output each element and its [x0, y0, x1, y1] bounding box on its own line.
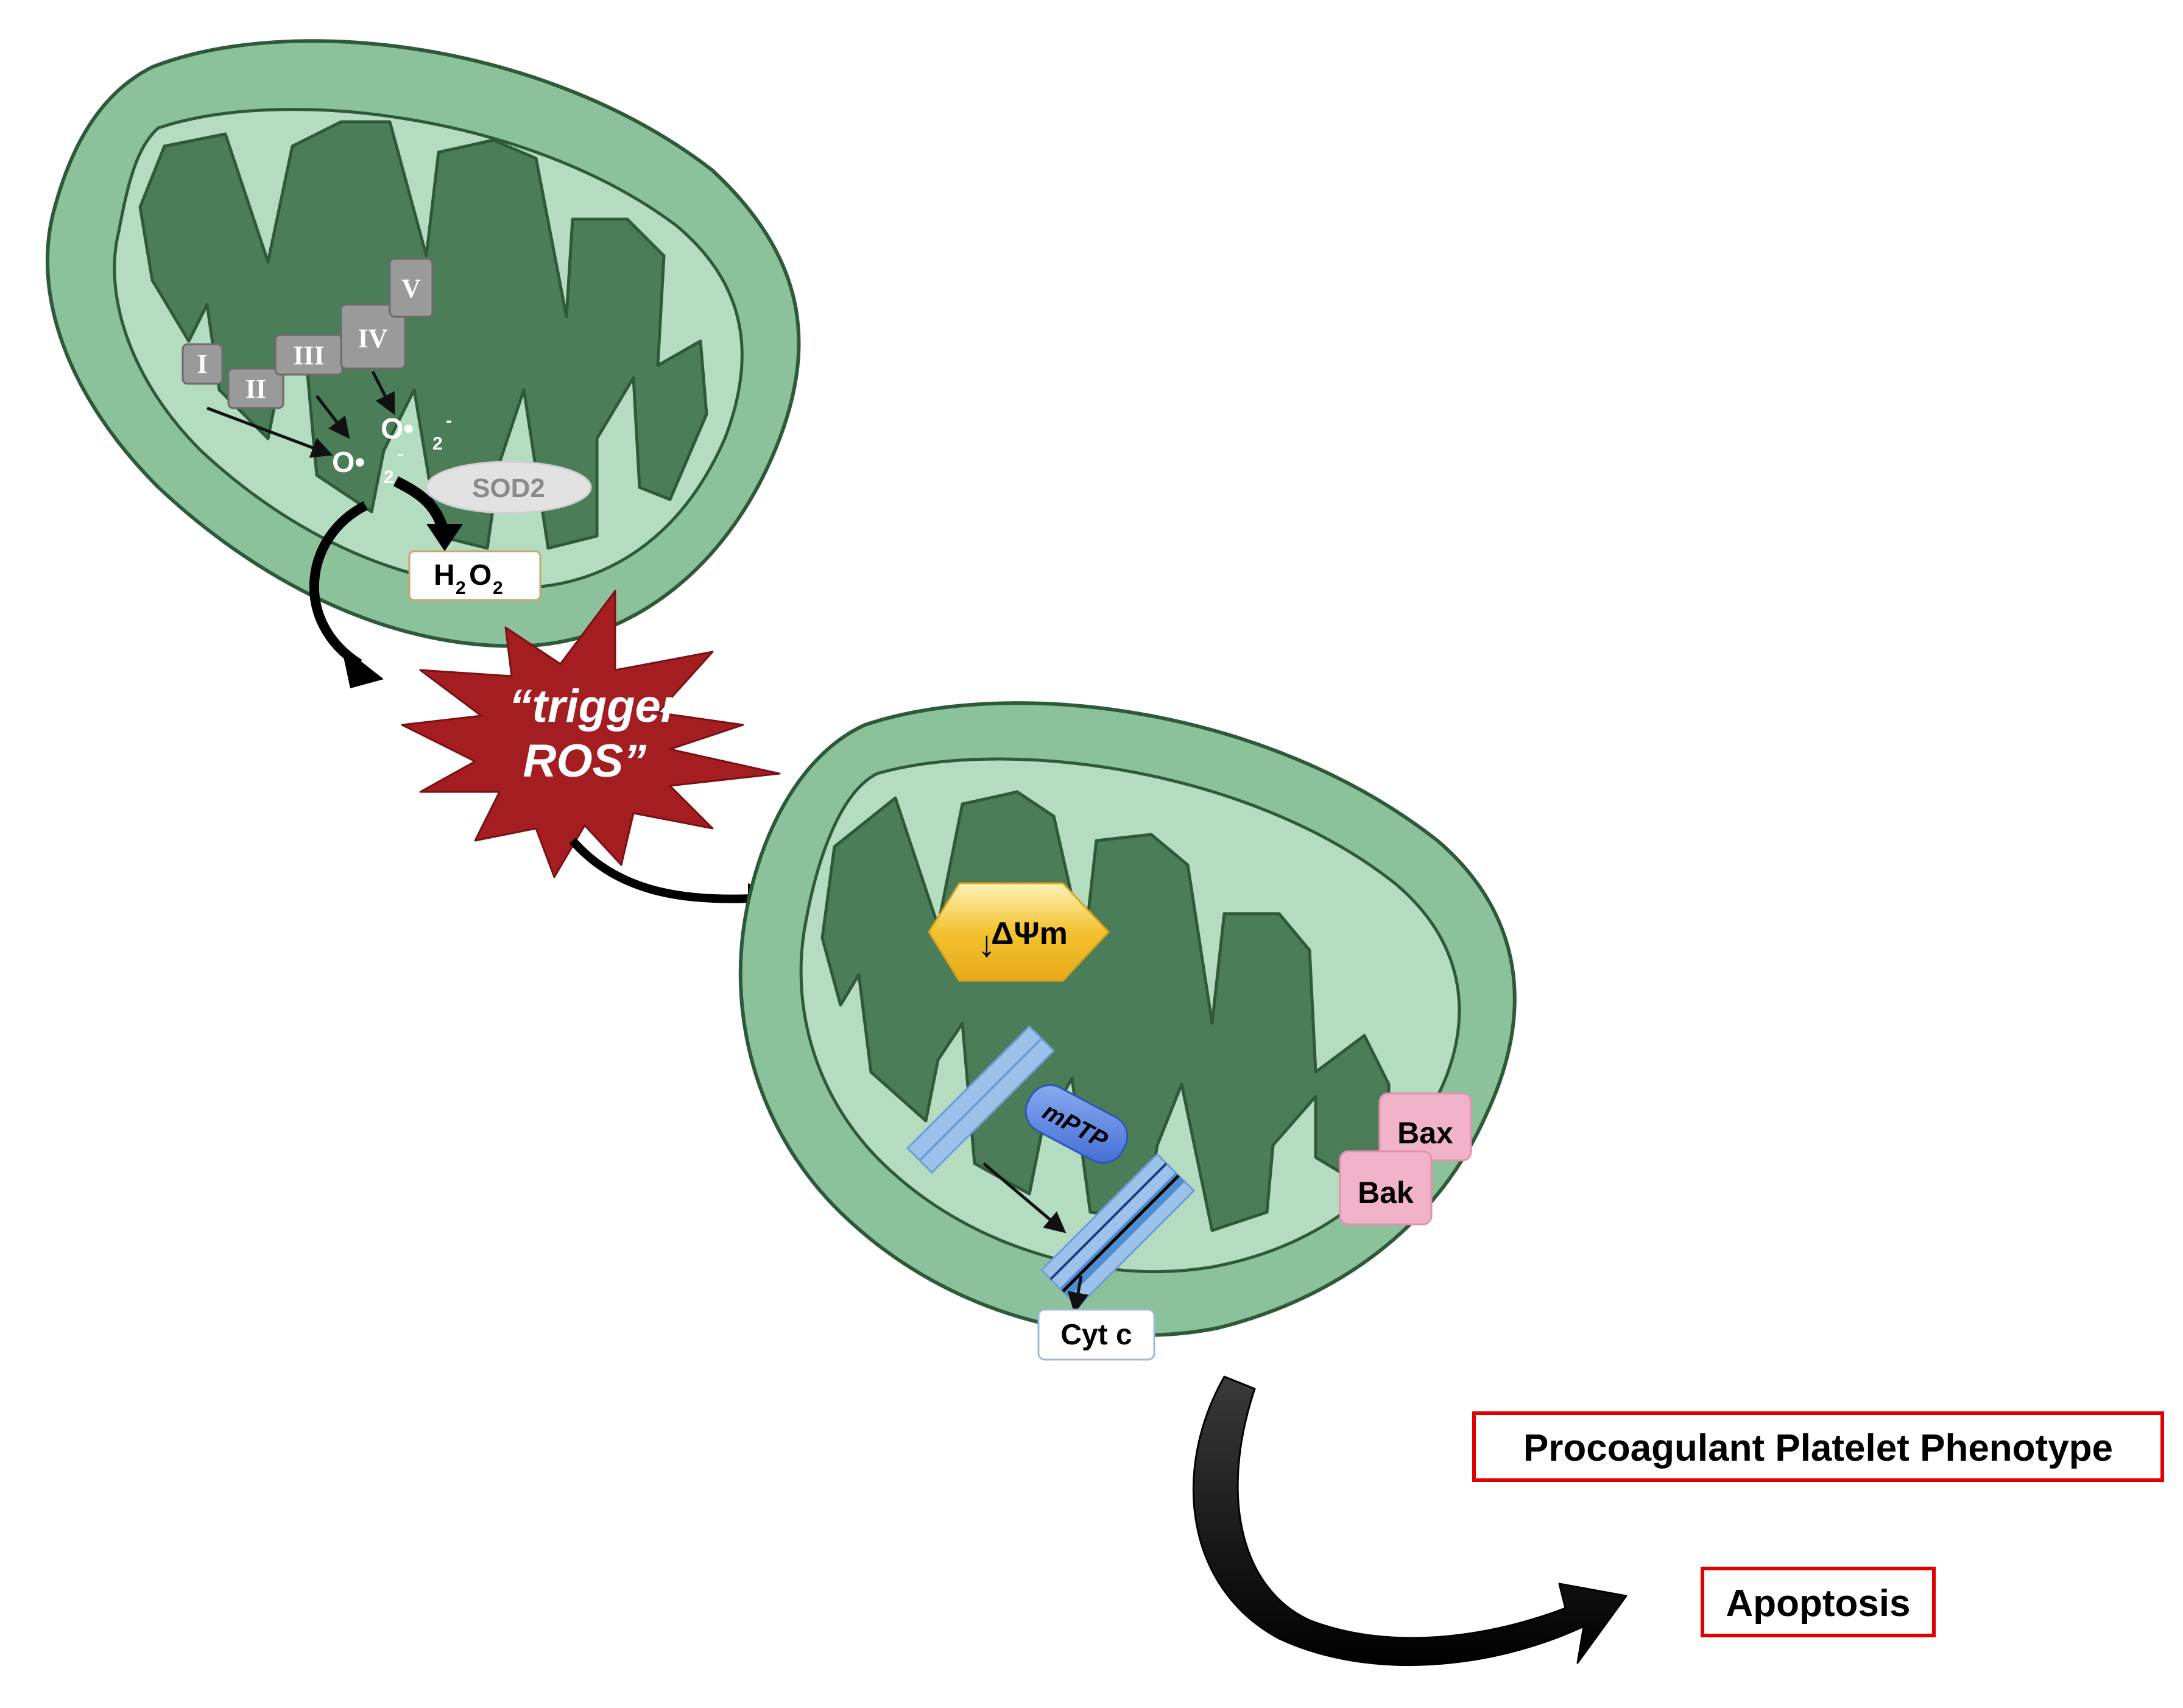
membrane-potential-label: ΔΨm [991, 916, 1068, 951]
arrow-to-trigger-ros [309, 501, 368, 668]
h2o2-o: O [469, 559, 492, 591]
superoxide-lower: O• 2 - [332, 444, 403, 487]
arrow-trigger-to-mitochondrion-2 [569, 838, 753, 903]
arrow-complex-i-to-superoxide [206, 406, 333, 458]
cyt-c-box: Cyt c [1037, 1308, 1155, 1361]
superoxide-upper-label: O• [381, 413, 414, 445]
trigger-ros-line2: ROS” [523, 735, 647, 787]
etc-complex-i: I [182, 343, 224, 385]
arrow-cyt-c-release [1067, 1276, 1089, 1314]
arrow-to-trigger-ros-head [341, 646, 384, 688]
mitochondrion-1 [45, 39, 801, 648]
arrow-complex-iii-to-superoxide [316, 395, 350, 439]
trigger-ros-line1: “trigger [509, 680, 682, 732]
pore-inner-membrane-right [1040, 1152, 1196, 1308]
superoxide-upper-sup: - [446, 411, 452, 431]
superoxide-lower-sup: - [397, 444, 403, 464]
h2o2-sub1: 2 [456, 578, 466, 598]
complex-i-label: I [197, 349, 207, 379]
arrow-complex-iv-to-superoxide [371, 370, 395, 415]
pore-outer-membrane-left [906, 1025, 1056, 1174]
superoxide-lower-label: O• [332, 446, 365, 479]
etc-complex-ii: II [227, 367, 284, 409]
bax-protein: Bax [1378, 1092, 1472, 1162]
cyt-c-label: Cyt c [1060, 1319, 1132, 1351]
membrane-potential-badge: ↓ ΔΨm [928, 882, 1110, 982]
superoxide-upper: O• 2 - [381, 411, 452, 454]
complex-ii-label: II [245, 374, 266, 404]
sod2-enzyme: SOD2 [425, 461, 592, 514]
trigger-ros-burst: “trigger ROS” [401, 590, 781, 878]
sod2-label: SOD2 [472, 473, 545, 503]
outcome-procoagulant-phenotype: Procoagulant Platelet Phenotype [1472, 1411, 2164, 1482]
h2o2-sub2: 2 [493, 578, 503, 598]
apoptosis-label: Apoptosis [1726, 1583, 1910, 1625]
membrane-potential-arrow: ↓ [978, 923, 996, 964]
bak-protein: Bak [1339, 1150, 1433, 1226]
outcome-arrow [1192, 1375, 1628, 1667]
bax-label: Bax [1397, 1116, 1453, 1150]
arrow-pore-release [982, 1162, 1067, 1233]
superoxide-upper-sub: 2 [432, 434, 443, 454]
superoxide-lower-sub: 2 [384, 467, 394, 487]
complex-iii-label: III [293, 341, 324, 370]
complex-iv-label: IV [358, 323, 388, 353]
bak-label: Bak [1358, 1176, 1414, 1210]
etc-complex-v: V [389, 258, 434, 318]
h2o2-h: H [434, 559, 455, 591]
sod2-arrow-head [426, 524, 463, 551]
complex-v-label: V [401, 273, 421, 303]
etc-complex-iv: IV [340, 303, 406, 370]
phenotype-label: Procoagulant Platelet Phenotype [1523, 1427, 2113, 1469]
h2o2-box: H 2 O 2 [408, 550, 541, 601]
outcome-apoptosis: Apoptosis [1701, 1567, 1936, 1637]
etc-complex-iii: III [274, 334, 344, 376]
